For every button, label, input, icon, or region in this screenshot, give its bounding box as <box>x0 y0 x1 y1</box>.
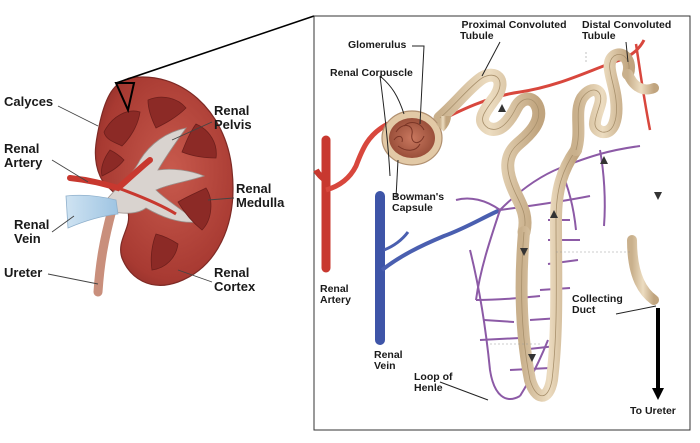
label-renal-medulla-line1: Renal <box>236 181 272 196</box>
label-renal-vein: Renal Vein <box>14 218 49 245</box>
renal-vein-vessel <box>65 194 119 229</box>
label-nephron-renal-vein-line1: Renal <box>374 349 403 361</box>
label-renal-medulla-line2: Medulla <box>236 194 285 210</box>
label-renal-corpuscle: Renal Corpuscle <box>330 67 413 79</box>
label-renal-artery-line2: Artery <box>4 154 43 170</box>
label-calyces: Calyces <box>4 94 54 109</box>
label-loop-of-henle: Loop of Henle <box>414 371 453 395</box>
label-renal-medulla: Renal Medulla <box>236 182 284 209</box>
label-renal-artery: Renal Artery <box>4 142 42 169</box>
label-to-ureter: To Ureter <box>630 405 676 417</box>
label-renal-cortex-line1: Renal <box>214 265 250 280</box>
kidney <box>65 76 234 297</box>
renal-pelvis-shape <box>107 127 206 223</box>
label-renal-cortex: Renal Cortex <box>214 266 255 293</box>
label-nephron-renal-artery-line1: Renal <box>320 283 349 295</box>
zoom-line-bottom <box>134 16 314 83</box>
section-wedge <box>114 82 136 114</box>
renal-pyramids <box>101 96 217 271</box>
label-ureter: Ureter <box>4 265 43 280</box>
label-collecting-duct-line1: Collecting <box>572 293 623 305</box>
label-bowmans-capsule: Bowman's Capsule <box>392 191 445 215</box>
label-proximal-tubule-line1: Proximal Convoluted <box>461 19 567 31</box>
label-proximal-tubule-line2: Tubule <box>460 30 494 43</box>
ureter-arrow-head <box>652 388 664 400</box>
label-collecting-duct-line2: Duct <box>572 304 596 317</box>
label-bowmans-capsule-line2: Capsule <box>392 202 433 215</box>
kidney-leader-lines <box>47 105 235 285</box>
label-renal-cortex-line2: Cortex <box>214 278 256 294</box>
label-renal-pelvis-line2: Pelvis <box>214 116 252 132</box>
label-loop-of-henle-line1: Loop of <box>414 371 453 383</box>
label-proximal-tubule: Proximal Convoluted Tubule <box>458 19 570 43</box>
label-renal-artery-line1: Renal <box>4 141 40 156</box>
label-distal-tubule-line1: Distal Convoluted <box>582 19 672 31</box>
label-collecting-duct: Collecting Duct <box>572 293 623 317</box>
label-distal-tubule: Distal Convoluted Tubule <box>582 19 690 43</box>
label-nephron-renal-artery-line2: Artery <box>320 294 351 307</box>
label-renal-vein-line2: Vein <box>14 230 41 246</box>
ureter-tube <box>93 205 117 297</box>
label-distal-tubule-line2: Tubule <box>582 30 616 43</box>
label-nephron-renal-artery: Renal Artery <box>320 283 351 307</box>
label-nephron-renal-vein: Renal Vein <box>374 349 403 373</box>
nephron-leader-lines <box>379 41 657 401</box>
label-loop-of-henle-line2: Henle <box>414 382 443 395</box>
nephron <box>313 39 666 402</box>
flow-arrows <box>498 104 662 362</box>
renal-corpuscle <box>381 110 451 166</box>
label-renal-vein-line1: Renal <box>14 217 50 232</box>
zoom-line-top <box>115 15 315 84</box>
label-glomerulus: Glomerulus <box>348 39 407 51</box>
label-nephron-renal-vein-line2: Vein <box>374 360 396 373</box>
label-bowmans-capsule-line1: Bowman's <box>392 191 445 203</box>
label-renal-pelvis: Renal Pelvis <box>214 104 252 131</box>
label-renal-pelvis-line1: Renal <box>214 103 250 118</box>
